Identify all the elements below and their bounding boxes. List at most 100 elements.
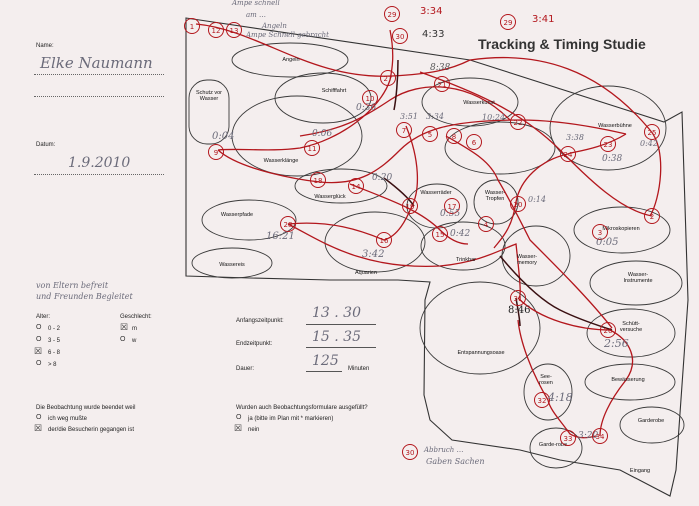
bottom-note-1: Abbruch … xyxy=(424,446,464,454)
visit-marker: 29 xyxy=(500,14,516,30)
end-value: 15 . 35 xyxy=(312,329,361,345)
zone-outline-entspannung xyxy=(419,281,541,375)
gender-radio-m-checked[interactable]: ☒ xyxy=(120,322,129,332)
forms-radio-1-checked[interactable]: ☒ xyxy=(234,423,243,433)
visit-time: 4:18 xyxy=(548,391,573,404)
zone-schutz-vor-wasser: Schutz vor Wasser xyxy=(196,90,222,103)
age-option-2: 6 - 8 xyxy=(48,350,61,356)
visit-time: 0:04 xyxy=(212,131,235,142)
zone-wasserbuehne: Wasserbühne xyxy=(598,123,632,129)
zone-wasserklaenge: Wasserklänge xyxy=(263,158,299,164)
tracking-path-l xyxy=(299,86,511,137)
visit-time: 8:46 xyxy=(508,305,531,316)
duration-line xyxy=(306,371,342,372)
page-title: Tracking & Timing Studie xyxy=(478,36,646,52)
visit-time: 0:42 xyxy=(640,139,658,148)
zone-outline-trinkbar xyxy=(420,221,506,271)
zone-outline-bewaesserung xyxy=(584,363,676,401)
zone-wasser-tropfen: Wasser-Tropfen xyxy=(484,190,506,203)
top-note-1: Ampe schnell xyxy=(232,0,280,7)
visit-marker: 3 xyxy=(592,224,608,240)
tracking-path-b xyxy=(217,29,394,151)
visit-marker: 28 xyxy=(280,216,296,232)
visit-marker: 26 xyxy=(600,322,616,338)
top-note-3: Angeln xyxy=(262,22,287,30)
zone-wasser-instrumente: Wasser-Instrumente xyxy=(623,272,653,285)
tracking-path-j xyxy=(445,135,613,329)
visit-marker: 12 xyxy=(208,22,224,38)
forms-option-0: ja (bitte im Plan mit * markieren) xyxy=(248,416,334,422)
visit-marker: 11 xyxy=(304,140,320,156)
visit-time: 3:51 xyxy=(400,112,418,121)
visit-time: 2:56 xyxy=(604,337,629,350)
zone-trinkbar: Trinkbar xyxy=(456,257,476,263)
name-value: Elke Naumann xyxy=(40,54,153,72)
zone-mikroskopieren: Mikroskopieren xyxy=(602,226,640,232)
age-radio-3[interactable]: O xyxy=(36,360,42,367)
visit-marker: 17 xyxy=(444,198,460,214)
visit-time: 0:42 xyxy=(450,229,471,239)
age-radio-2-checked[interactable]: ☒ xyxy=(34,346,43,356)
name-line-2 xyxy=(34,96,164,97)
zone-angeln: Angeln xyxy=(282,57,300,63)
building-outline xyxy=(185,17,689,497)
zone-seerosen: See-rosen xyxy=(539,374,553,387)
visit-marker: 32 xyxy=(534,392,550,408)
top-note-4: Ampe Schnell gebracht xyxy=(246,31,329,39)
gender-label: Geschlecht: xyxy=(120,314,152,320)
zone-outline-memory xyxy=(501,225,571,287)
date-label: Datum: xyxy=(36,142,56,148)
gender-radio-w[interactable]: O xyxy=(120,336,126,343)
zone-outline-wassereis xyxy=(191,247,273,279)
visit-time: 0:14 xyxy=(528,195,546,204)
zone-outline-angeln xyxy=(231,42,349,78)
tracking-path-c xyxy=(217,119,627,184)
visit-marker: 33 xyxy=(560,430,576,446)
ink-path-d xyxy=(393,59,399,111)
visit-marker: 30 xyxy=(402,444,418,460)
date-value: 1.9.2010 xyxy=(68,155,131,171)
age-radio-0[interactable]: O xyxy=(36,324,42,331)
gender-option-w: w xyxy=(132,338,137,344)
age-radio-1[interactable]: O xyxy=(36,336,42,343)
visit-marker: 21 xyxy=(434,76,450,92)
ended-radio-0[interactable]: O xyxy=(36,414,42,421)
visit-marker: 34 xyxy=(592,428,608,444)
visit-marker: 20 xyxy=(510,196,526,212)
age-option-3: > 8 xyxy=(48,362,57,368)
visit-marker: 29 xyxy=(384,6,400,22)
visit-marker: 27 xyxy=(380,70,396,86)
visit-marker: 4 xyxy=(478,216,494,232)
zone-garderobe-left: Garde-robe xyxy=(538,442,568,448)
forms-radio-0[interactable]: O xyxy=(236,414,242,421)
zone-outline-wasserbuehne xyxy=(549,85,667,171)
zone-schifffahrt: Schifffahrt xyxy=(321,88,347,94)
side-note-2: und Freunden Begleitet xyxy=(36,292,133,301)
ended-option-0: ich weg mußte xyxy=(48,416,88,422)
zone-bewaesserung: Bewässerung xyxy=(611,377,645,383)
visit-time: 10:24 xyxy=(482,113,506,122)
visit-time: 3:34 xyxy=(426,112,444,121)
end-line xyxy=(306,347,376,348)
gender-option-m: m xyxy=(132,326,137,332)
visit-time: 3:41 xyxy=(532,14,555,25)
visit-marker: 30 xyxy=(392,28,408,44)
age-option-0: 0 - 2 xyxy=(48,326,61,332)
visit-marker: 24 xyxy=(560,146,576,162)
side-note-1: von Eltern befreit xyxy=(36,281,109,290)
zone-outline-instrumente xyxy=(589,260,683,306)
ended-option-1: der/die Besucherin gegangen ist xyxy=(48,427,135,433)
visit-time: 3:34 xyxy=(420,6,443,17)
start-value: 13 . 30 xyxy=(312,305,361,321)
visit-time: 0:05 xyxy=(596,237,619,248)
visit-time: 16:21 xyxy=(266,231,295,242)
visit-time: 0:55 xyxy=(440,209,461,219)
zone-outline-seerosen xyxy=(523,363,573,421)
ended-radio-1-checked[interactable]: ☒ xyxy=(34,423,43,433)
visit-marker: 10 xyxy=(362,90,378,106)
duration-label: Dauer: xyxy=(236,366,255,372)
zone-outline-wasserklaenge xyxy=(231,95,363,177)
zone-wasserpfade: Wasserpfade xyxy=(220,212,254,218)
